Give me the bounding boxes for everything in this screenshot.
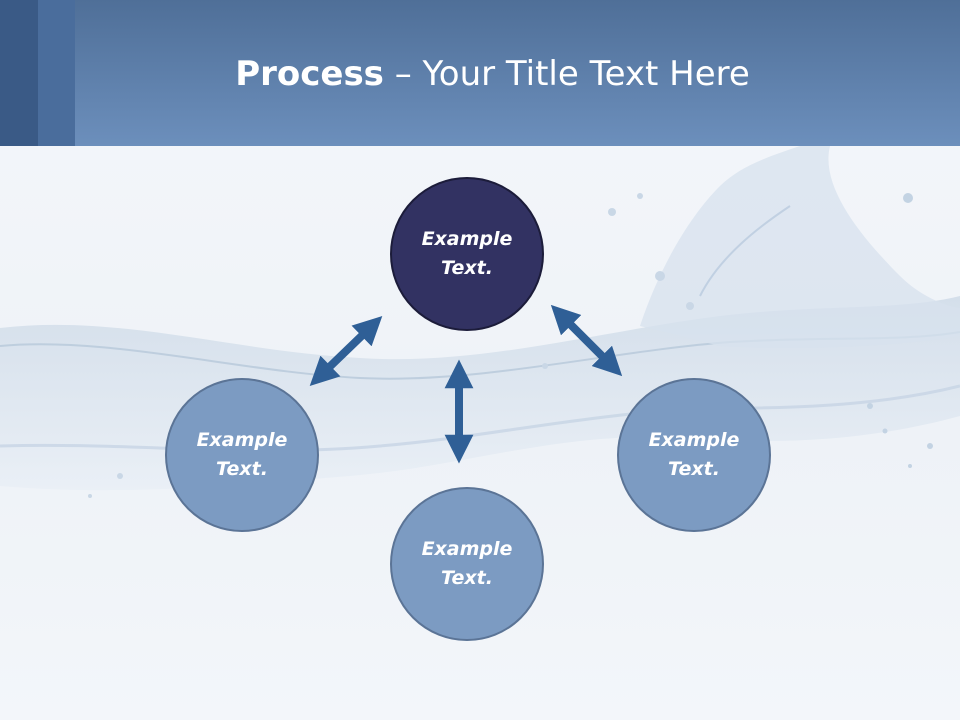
header-accent-stripe [38,0,75,146]
node-label: Example Text. [648,429,740,480]
title-rest-part: – Your Title Text Here [383,54,750,94]
process-node-left: Example Text. [165,378,319,532]
node-label: Example Text. [196,429,288,480]
arrow-top-right [550,304,623,377]
title-bold-part: Process [235,54,384,94]
process-node-right: Example Text. [617,378,771,532]
title-bar: Process – Your Title Text Here [0,0,960,146]
process-node-bottom: Example Text. [390,487,544,641]
slide-title: Process – Your Title Text Here [75,50,910,98]
process-node-top: Example Text. [390,177,544,331]
node-label: Example Text. [421,538,513,589]
node-label: Example Text. [421,228,513,279]
arrow-top-left [309,316,383,386]
header-accent-stripe [0,0,38,146]
